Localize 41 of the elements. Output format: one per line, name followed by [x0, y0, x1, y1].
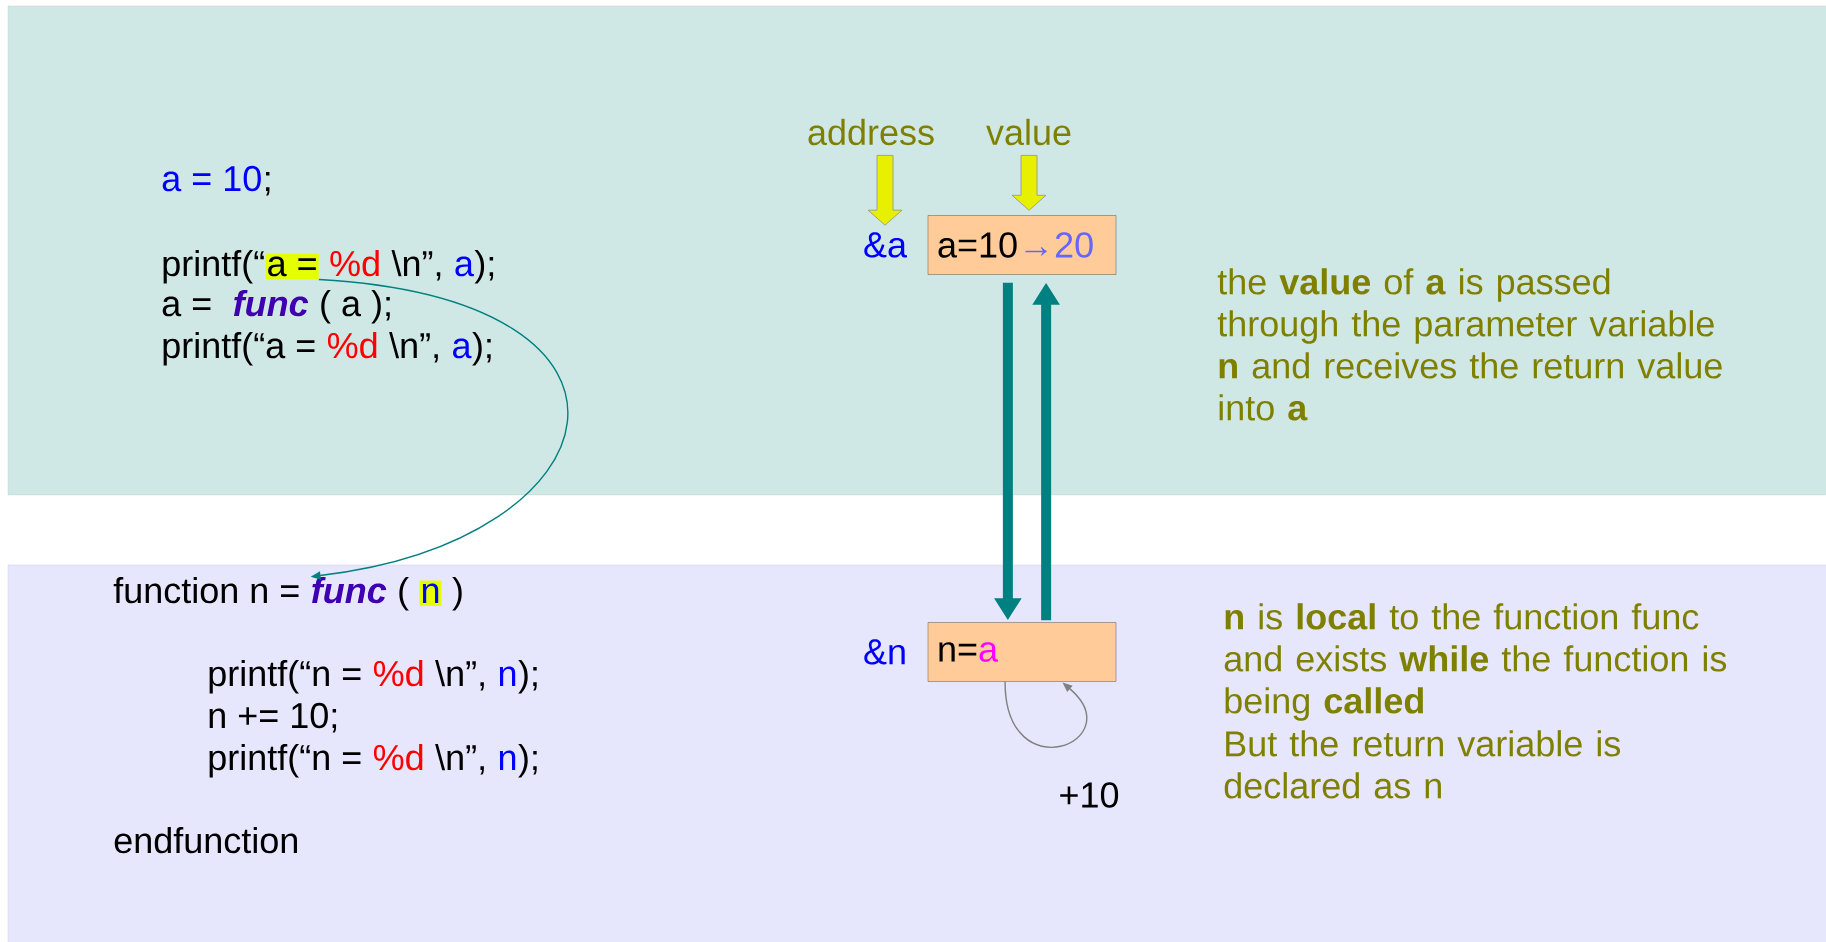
code-text: ); — [518, 659, 537, 694]
edge-label: +10 — [1060, 782, 1119, 808]
code-text: endfunction — [114, 826, 297, 854]
code-text: %d — [373, 743, 423, 771]
code-text: ; — [265, 172, 270, 196]
code-text: n += 10; — [209, 702, 337, 733]
block-arrow — [1011, 155, 1047, 211]
code-text: printf(“a = — [163, 331, 315, 366]
address-text: &n — [864, 639, 905, 665]
code-text: ( — [399, 576, 409, 611]
code-text: ) — [452, 576, 462, 611]
code-text: printf(“n = — [209, 743, 361, 778]
code-text: printf(“ — [163, 249, 264, 284]
code-text: a = — [162, 296, 211, 317]
code-text: \n”, — [435, 743, 484, 775]
code-text: \n”, — [389, 331, 438, 363]
block-arrow — [867, 155, 903, 226]
code-text: ); — [472, 331, 491, 366]
value-box: n=a — [927, 622, 1117, 682]
code-text: func — [233, 289, 309, 317]
code-text: printf(“n = — [209, 659, 361, 694]
code-text: a — [455, 256, 474, 277]
code-text: ); — [518, 743, 537, 778]
code-text: ( a ); — [321, 289, 390, 324]
column-heading: value — [986, 118, 1071, 146]
description-text: the value of a is passed through the parameter variable n and receives the return value into a — [1217, 268, 1722, 421]
column-heading: address — [808, 118, 934, 146]
code-text: \n”, — [435, 659, 484, 691]
description-text: But the return variable is declared as n — [1224, 730, 1621, 799]
code-text: n — [499, 666, 516, 686]
address-text: &a — [864, 232, 907, 258]
code-text: n — [499, 750, 516, 770]
code-text: a — [453, 338, 472, 359]
code-text: ); — [474, 249, 494, 284]
code-text: %d — [330, 249, 379, 277]
code-text: \n”, — [391, 249, 441, 281]
code-text: %d — [327, 331, 377, 359]
code-text: %d — [373, 659, 423, 687]
value-box: a=10 →20 — [927, 215, 1117, 275]
code-text: func — [312, 576, 387, 604]
loop-arrow — [1004, 680, 1088, 748]
